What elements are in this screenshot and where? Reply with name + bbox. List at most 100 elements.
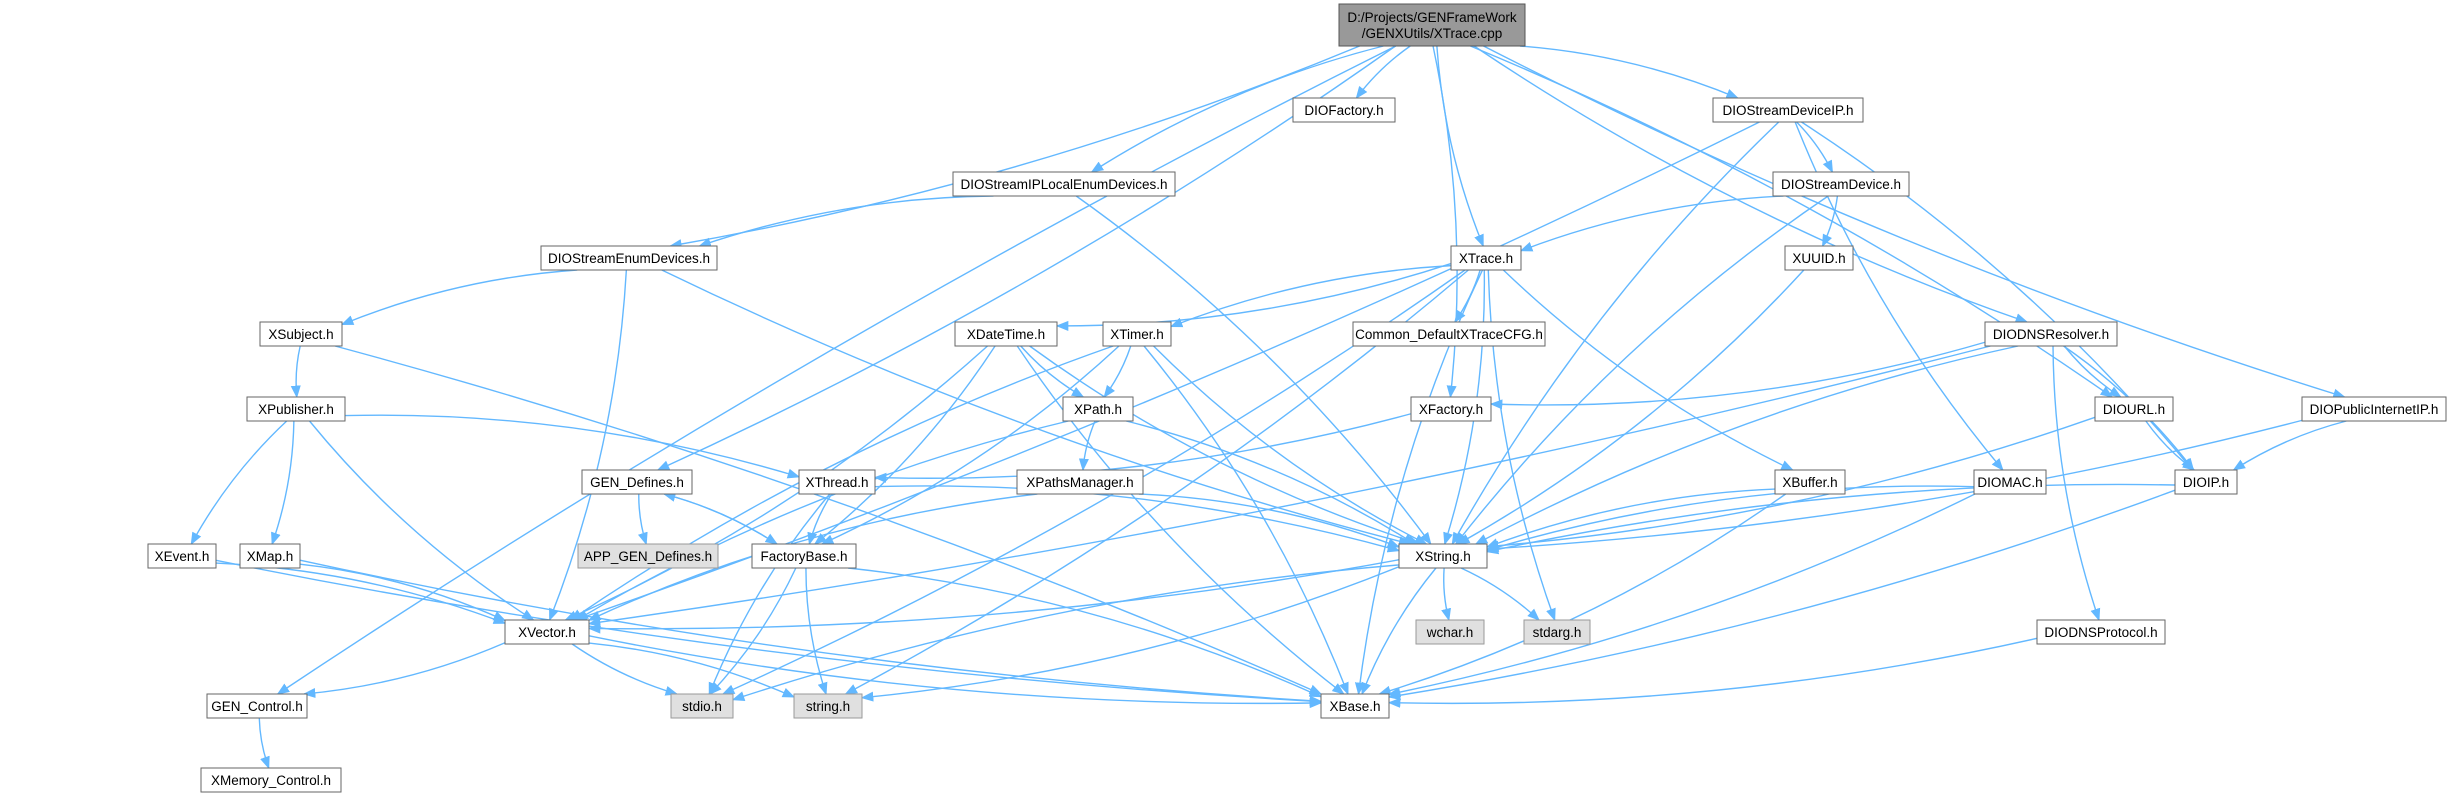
node-box bbox=[577, 543, 719, 569]
node-box bbox=[1410, 396, 1492, 422]
node-xthread[interactable]: XThread.h bbox=[798, 469, 876, 495]
edge-xevent-to-xbase bbox=[215, 559, 1323, 707]
node-box bbox=[751, 543, 857, 569]
node-label: string.h bbox=[806, 699, 850, 714]
edge-root-to-dio_stream_device_ip bbox=[1519, 45, 1739, 99]
edge-root-to-dio_factory bbox=[1355, 45, 1411, 100]
node-label: DIOMAC.h bbox=[1977, 475, 2042, 490]
node-label: Common_DefaultXTraceCFG.h bbox=[1355, 327, 1543, 342]
node-xtrace[interactable]: XTrace.h bbox=[1450, 245, 1522, 271]
edge-xtimer-to-xbase bbox=[1143, 345, 1349, 696]
node-box bbox=[1016, 469, 1144, 495]
node-xfactory[interactable]: XFactory.h bbox=[1410, 396, 1492, 422]
node-common-cfg[interactable]: Common_DefaultXTraceCFG.h bbox=[1352, 321, 1546, 347]
node-label: DIODNSProtocol.h bbox=[2044, 625, 2157, 640]
node-box bbox=[504, 619, 590, 645]
edge-xtimer-to-xstring bbox=[1153, 345, 1428, 545]
node-app-gen-defines[interactable]: APP_GEN_Defines.h bbox=[577, 543, 719, 569]
node-box bbox=[259, 321, 343, 347]
edge-xpublisher-to-xvector bbox=[308, 420, 535, 621]
edge-xstring-to-string_h bbox=[860, 566, 1400, 702]
node-box bbox=[200, 767, 342, 793]
node-box bbox=[1352, 321, 1546, 347]
node-box bbox=[1338, 3, 1526, 47]
edge-dio_stream_device_ip-to-dio_stream_device bbox=[1796, 121, 1834, 174]
node-box bbox=[2036, 619, 2166, 645]
node-dio-url[interactable]: DIOURL.h bbox=[2094, 396, 2174, 422]
edge-xdatetime-to-xstring bbox=[1029, 345, 1421, 546]
edge-dio_dns_resolver-to-dio_url bbox=[2063, 345, 2122, 398]
node-dio-ip[interactable]: DIOIP.h bbox=[2174, 469, 2238, 495]
node-dio-stream-device-ip[interactable]: DIOStreamDeviceIP.h bbox=[1712, 97, 1864, 123]
edge-xmap-to-xvector bbox=[299, 563, 507, 622]
node-xmemory-control[interactable]: XMemory_Control.h bbox=[200, 767, 342, 793]
node-string-h[interactable]: string.h bbox=[793, 693, 863, 719]
edge-xtrace-to-stdarg bbox=[1487, 269, 1556, 622]
node-xbase[interactable]: XBase.h bbox=[1320, 693, 1390, 719]
node-box bbox=[1450, 245, 1522, 271]
node-dio-mac[interactable]: DIOMAC.h bbox=[1973, 469, 2047, 495]
node-xstring[interactable]: XString.h bbox=[1398, 543, 1488, 569]
node-box bbox=[1973, 469, 2047, 495]
node-xevent[interactable]: XEvent.h bbox=[147, 543, 217, 569]
node-box bbox=[2301, 396, 2447, 422]
node-gen-defines[interactable]: GEN_Defines.h bbox=[581, 469, 693, 495]
node-gen-control[interactable]: GEN_Control.h bbox=[206, 693, 308, 719]
node-xdatetime[interactable]: XDateTime.h bbox=[954, 321, 1058, 347]
edge-dio_ip-to-xstring bbox=[1485, 483, 2176, 555]
node-box bbox=[952, 171, 1176, 197]
node-box bbox=[206, 693, 308, 719]
node-box bbox=[1398, 543, 1488, 569]
node-dio-dns-protocol[interactable]: DIODNSProtocol.h bbox=[2036, 619, 2166, 645]
edge-root-to-dio_stream_ip_local_enum bbox=[1090, 45, 1384, 173]
node-dio-factory[interactable]: DIOFactory.h bbox=[1292, 97, 1396, 123]
node-xpublisher[interactable]: XPublisher.h bbox=[246, 396, 346, 422]
node-factory-base[interactable]: FactoryBase.h bbox=[751, 543, 857, 569]
node-box bbox=[1523, 619, 1591, 645]
edge-dio_stream_ip_local_enum-to-dio_stream_enum bbox=[698, 195, 994, 248]
node-box bbox=[239, 543, 301, 569]
edge-factory_base-to-gen_defines bbox=[662, 492, 778, 545]
node-stdio[interactable]: stdio.h bbox=[670, 693, 734, 719]
node-xuuid[interactable]: XUUID.h bbox=[1784, 245, 1854, 271]
edge-xvector-to-xbase bbox=[588, 635, 1323, 709]
node-xmap[interactable]: XMap.h bbox=[239, 543, 301, 569]
node-dio-stream-enum[interactable]: DIOStreamEnumDevices.h bbox=[540, 245, 718, 271]
node-wchar[interactable]: wchar.h bbox=[1415, 619, 1485, 645]
node-dio-stream-ip-local-enum[interactable]: DIOStreamIPLocalEnumDevices.h bbox=[952, 171, 1176, 197]
node-label: XBuffer.h bbox=[1782, 475, 1837, 490]
node-xpath[interactable]: XPath.h bbox=[1062, 396, 1134, 422]
node-root[interactable]: D:/Projects/GENFrameWork/GENXUtils/XTrac… bbox=[1338, 3, 1526, 47]
edge-gen_defines-to-app_gen_defines bbox=[637, 493, 648, 546]
edge-dio_dns_protocol-to-xbase bbox=[1387, 637, 2038, 708]
node-dio-dns-resolver[interactable]: DIODNSResolver.h bbox=[1984, 321, 2118, 347]
edge-dio_mac-to-xbase bbox=[1387, 493, 1976, 698]
edge-xthread-to-xstring bbox=[874, 485, 1401, 553]
node-xtimer[interactable]: XTimer.h bbox=[1102, 321, 1172, 347]
node-xsubject[interactable]: XSubject.h bbox=[259, 321, 343, 347]
node-box bbox=[1984, 321, 2118, 347]
node-label: DIOURL.h bbox=[2103, 402, 2165, 417]
edge-dio_stream_device-to-xstring bbox=[1455, 195, 1829, 545]
node-xvector[interactable]: XVector.h bbox=[504, 619, 590, 645]
edge-dio_dns_resolver-to-dio_dns_protocol bbox=[2052, 345, 2101, 622]
node-label: DIOStreamEnumDevices.h bbox=[548, 251, 710, 266]
edge-xstring-to-stdio bbox=[731, 564, 1400, 701]
edge-xfactory-to-xthread bbox=[873, 413, 1412, 483]
node-dio-public-internet-ip[interactable]: DIOPublicInternetIP.h bbox=[2301, 396, 2447, 422]
node-xbuffer[interactable]: XBuffer.h bbox=[1774, 469, 1846, 495]
node-label: DIODNSResolver.h bbox=[1993, 327, 2109, 342]
edge-dio_dns_resolver-to-xvector bbox=[587, 345, 1991, 628]
node-xpaths-manager[interactable]: XPathsManager.h bbox=[1016, 469, 1144, 495]
edge-xvector-to-gen_control bbox=[302, 642, 506, 698]
edge-xpath-to-xstring bbox=[1125, 420, 1416, 545]
edge-xpaths_manager-to-xstring bbox=[1138, 493, 1401, 548]
node-label: XEvent.h bbox=[155, 549, 210, 564]
node-box bbox=[1062, 396, 1134, 422]
node-stdarg[interactable]: stdarg.h bbox=[1523, 619, 1591, 645]
node-box bbox=[1772, 171, 1910, 197]
edge-xtimer-to-xvector bbox=[569, 345, 1114, 621]
node-label: GEN_Defines.h bbox=[590, 475, 684, 490]
node-dio-stream-device[interactable]: DIOStreamDevice.h bbox=[1772, 171, 1910, 197]
node-label: XPublisher.h bbox=[258, 402, 334, 417]
